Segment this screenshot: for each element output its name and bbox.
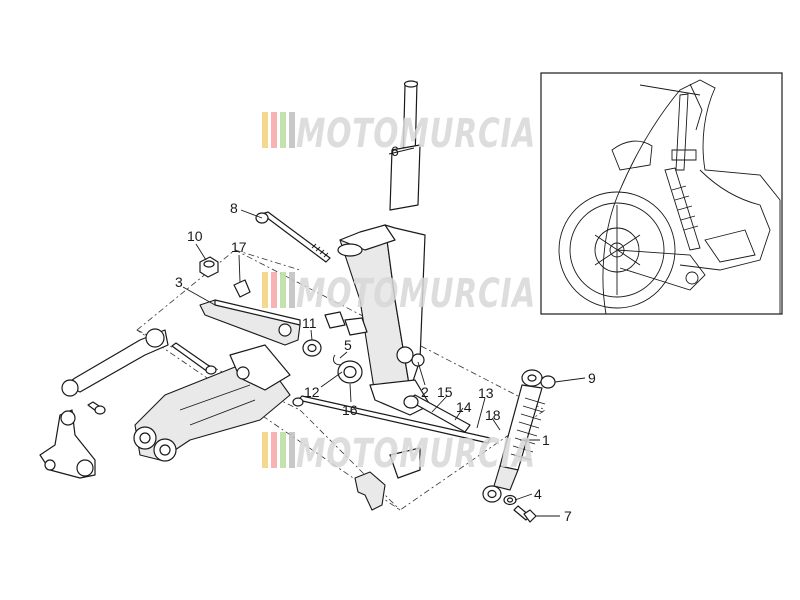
watermark-stripe <box>262 112 268 148</box>
leader-lines <box>182 147 586 517</box>
watermark-stripe <box>280 432 286 468</box>
callout-18: 18 <box>485 407 501 423</box>
callout-17: 17 <box>231 239 247 255</box>
callout-3: 3 <box>175 274 183 290</box>
bushings-bearings <box>302 311 368 384</box>
watermark-stripe <box>262 432 268 468</box>
lower-bracket-arm <box>39 409 96 479</box>
callout-7: 7 <box>564 508 572 524</box>
callout-10: 10 <box>187 228 203 244</box>
watermark-text: MOTOMURCIA <box>296 271 536 317</box>
small-parts-upper <box>199 256 301 346</box>
inset-frame <box>540 72 783 315</box>
scooter-outline <box>558 79 781 315</box>
watermark-stripe <box>289 272 295 308</box>
watermark-stripe <box>289 432 295 468</box>
watermark-stripe <box>271 112 277 148</box>
callout-2: 2 <box>421 384 429 400</box>
callout-6: 6 <box>391 143 399 159</box>
callout-labels: 6 8 10 17 3 11 5 12 16 2 15 13 14 18 9 1… <box>175 143 596 524</box>
shock-absorber <box>482 369 556 503</box>
steering-column <box>337 80 431 416</box>
watermark-stripe <box>262 272 268 308</box>
callout-8: 8 <box>230 200 238 216</box>
watermark-text: MOTOMURCIA <box>296 431 536 477</box>
watermark-middle: MOTOMURCIA <box>262 271 536 317</box>
watermark-stripe <box>289 112 295 148</box>
callout-4: 4 <box>534 486 542 502</box>
watermark-stripe <box>271 432 277 468</box>
callout-11: 11 <box>302 315 317 331</box>
pivot-pins <box>292 394 491 444</box>
callout-5: 5 <box>344 337 352 353</box>
watermark-text: MOTOMURCIA <box>296 111 536 157</box>
callout-14: 14 <box>456 399 472 415</box>
engine-link-arm <box>61 328 217 415</box>
watermark-top: MOTOMURCIA <box>262 111 536 157</box>
callout-9: 9 <box>588 370 596 386</box>
long-bolt <box>255 211 331 263</box>
scooter-inset <box>540 72 783 315</box>
callout-13: 13 <box>478 385 494 401</box>
callout-15: 15 <box>437 384 453 400</box>
washer-and-bolt <box>503 494 537 523</box>
watermark-stripe <box>280 272 286 308</box>
swing-arm-frame <box>133 344 291 462</box>
watermark-stripe <box>280 112 286 148</box>
watermark-stripe <box>271 272 277 308</box>
watermark-bottom: MOTOMURCIA <box>262 431 536 477</box>
callout-16: 16 <box>342 402 358 418</box>
lower-mount-bracket <box>354 447 421 511</box>
callout-12: 12 <box>304 384 320 400</box>
callout-1: 1 <box>542 432 550 448</box>
